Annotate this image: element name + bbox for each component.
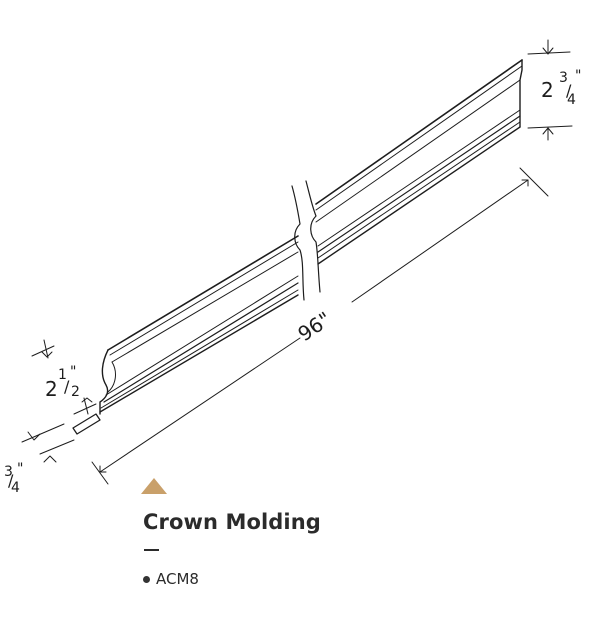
molding-left-segment <box>72 235 299 435</box>
left-height-inch-mark: " <box>70 364 76 380</box>
sku-item: ACM8 <box>143 570 199 588</box>
right-height-denominator: 4 <box>567 92 576 108</box>
brand-triangle-icon <box>141 478 167 494</box>
molding-break-lines <box>291 180 321 301</box>
left-height-denominator: 2 <box>71 384 80 400</box>
thickness-inch-mark: " <box>17 461 23 477</box>
right-height-dimension <box>527 39 573 141</box>
product-title: Crown Molding <box>143 510 321 534</box>
right-height-numerator: 3 <box>559 70 568 86</box>
right-height-fraction-bar: / <box>566 81 572 100</box>
length-dimension-line <box>91 167 549 485</box>
molding-right-segment <box>315 59 523 265</box>
left-height-dimension <box>31 339 97 415</box>
sku-label: ACM8 <box>156 570 199 588</box>
thickness-denominator: 4 <box>11 480 20 496</box>
right-height-inch-mark: " <box>575 68 581 84</box>
left-height-fraction-bar: / <box>64 377 70 396</box>
title-underline <box>144 549 159 551</box>
thickness-numerator: 3 <box>4 464 13 480</box>
right-height-whole: 2 <box>541 78 554 102</box>
left-height-whole: 2 <box>45 377 58 401</box>
length-label: 96" <box>293 307 335 346</box>
bullet-icon <box>143 575 150 583</box>
left-height-numerator: 1 <box>58 367 67 383</box>
thickness-fraction-bar: / <box>8 471 14 490</box>
thickness-dimension <box>21 423 75 463</box>
